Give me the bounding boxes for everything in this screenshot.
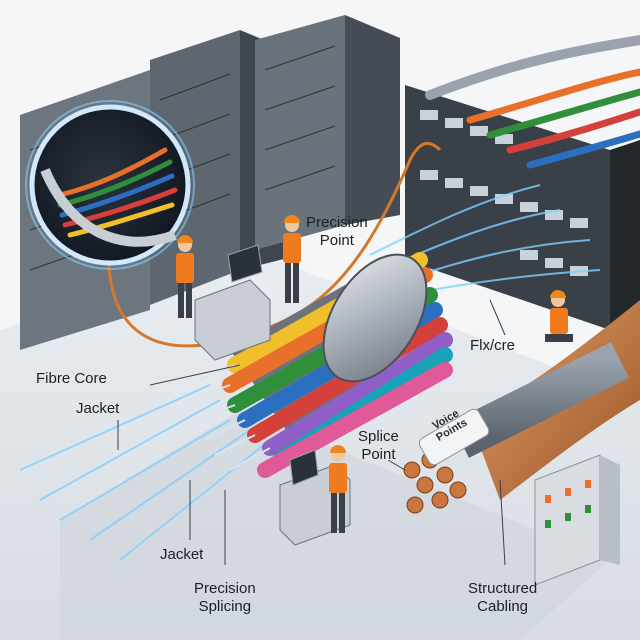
main-fibre-cable — [189, 252, 453, 478]
callout-lines — [117, 299, 506, 566]
copper-cable — [403, 300, 640, 514]
overhead-cable-bundle — [425, 35, 640, 169]
server-rack-icon — [534, 454, 620, 586]
label-line: Cabling — [477, 598, 529, 615]
label-splice-point: Splice Point — [358, 428, 399, 464]
label-line: Point — [319, 232, 354, 249]
fibre-light-strands — [19, 184, 601, 561]
label-flx-cre: Flx/cre — [470, 337, 515, 354]
laptop-icon — [227, 244, 319, 486]
label-jacket-left: Jacket — [76, 400, 120, 417]
patch-panel-icon — [405, 85, 640, 330]
label-line: Precision — [306, 214, 368, 231]
label-line: Splice — [358, 428, 399, 445]
label-structured-cabling: Structured Cabling — [468, 580, 537, 616]
label-precision-point: Precision Point — [306, 214, 368, 250]
label-line: Precision — [194, 580, 256, 597]
label-fibre-core: Fibre Core — [36, 370, 107, 387]
label-line: Point — [361, 446, 396, 463]
label-jacket-bottom: Jacket — [160, 546, 204, 563]
worker-icon — [176, 215, 573, 533]
label-precision-splicing: Precision Splicing — [194, 580, 256, 616]
magnifier-lens-icon — [25, 100, 195, 270]
label-line: Structured — [468, 580, 538, 597]
label-line: Splicing — [198, 598, 252, 615]
